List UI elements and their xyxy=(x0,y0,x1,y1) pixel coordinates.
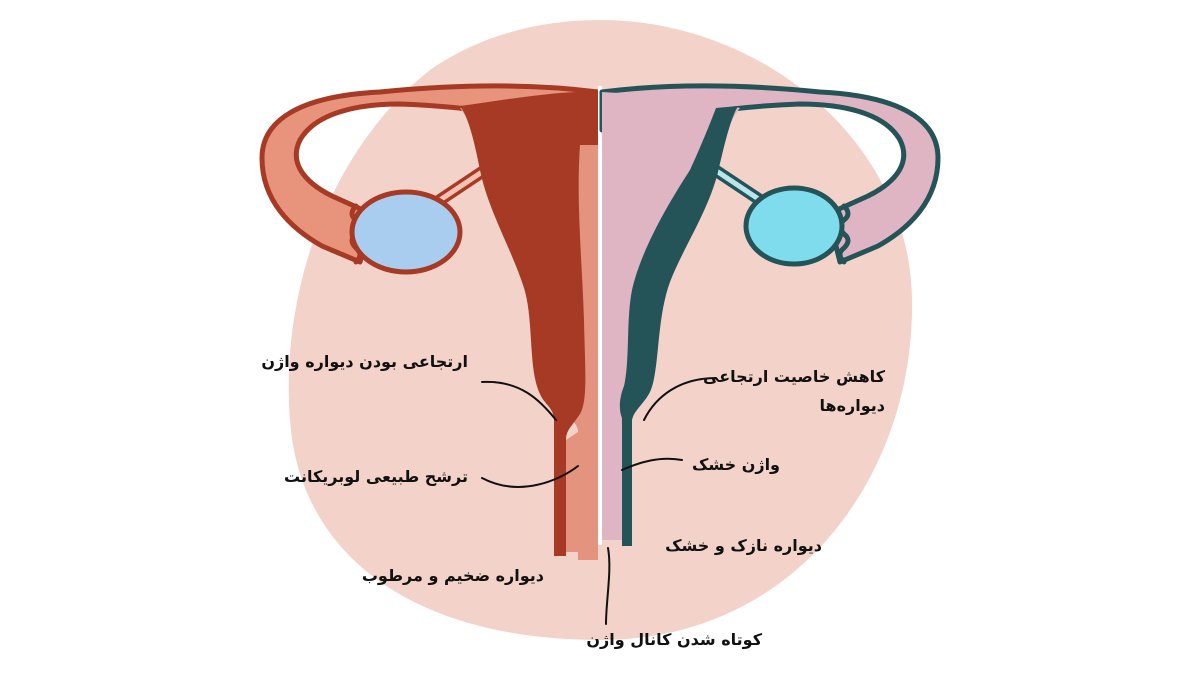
leader-lines xyxy=(481,377,717,625)
label-lubrication: ترشح طبیعی لوبریکانت xyxy=(284,467,468,486)
healthy-uterus xyxy=(259,83,601,560)
label-shortened-canal: کوتاه شدن کانال واژن xyxy=(586,630,762,649)
label-dry-vagina: واژن خشک xyxy=(691,455,780,474)
atrophic-ovary xyxy=(743,185,845,267)
label-reduced-elasticity-line1: کاهش خاصیت ارتجاعی xyxy=(703,367,885,386)
label-thin-dry-wall: دیواره نازک و خشک xyxy=(665,536,822,555)
healthy-fallopian-tube xyxy=(259,83,601,265)
atrophic-uterus xyxy=(599,83,941,546)
leader-elastic-wall xyxy=(481,380,557,421)
label-thick-wall: دیواره ضخیم و مرطوب xyxy=(361,566,544,585)
atrophic-fimbriae xyxy=(837,203,851,265)
label-elastic-wall: ارتجاعی بودن دیواره واژن xyxy=(261,352,468,371)
atrophic-fallopian-tube xyxy=(599,83,941,265)
atrophic-uterine-wall xyxy=(619,106,738,546)
leader-shortened-canal xyxy=(605,547,611,625)
healthy-uterine-wall xyxy=(460,91,598,556)
leader-reduced-elasticity xyxy=(643,377,717,421)
leader-dry-vagina xyxy=(621,457,683,471)
healthy-ovary xyxy=(349,189,463,275)
leader-lubrication xyxy=(481,465,579,488)
label-reduced-elasticity-line2: دیواره‌ها xyxy=(819,396,886,415)
